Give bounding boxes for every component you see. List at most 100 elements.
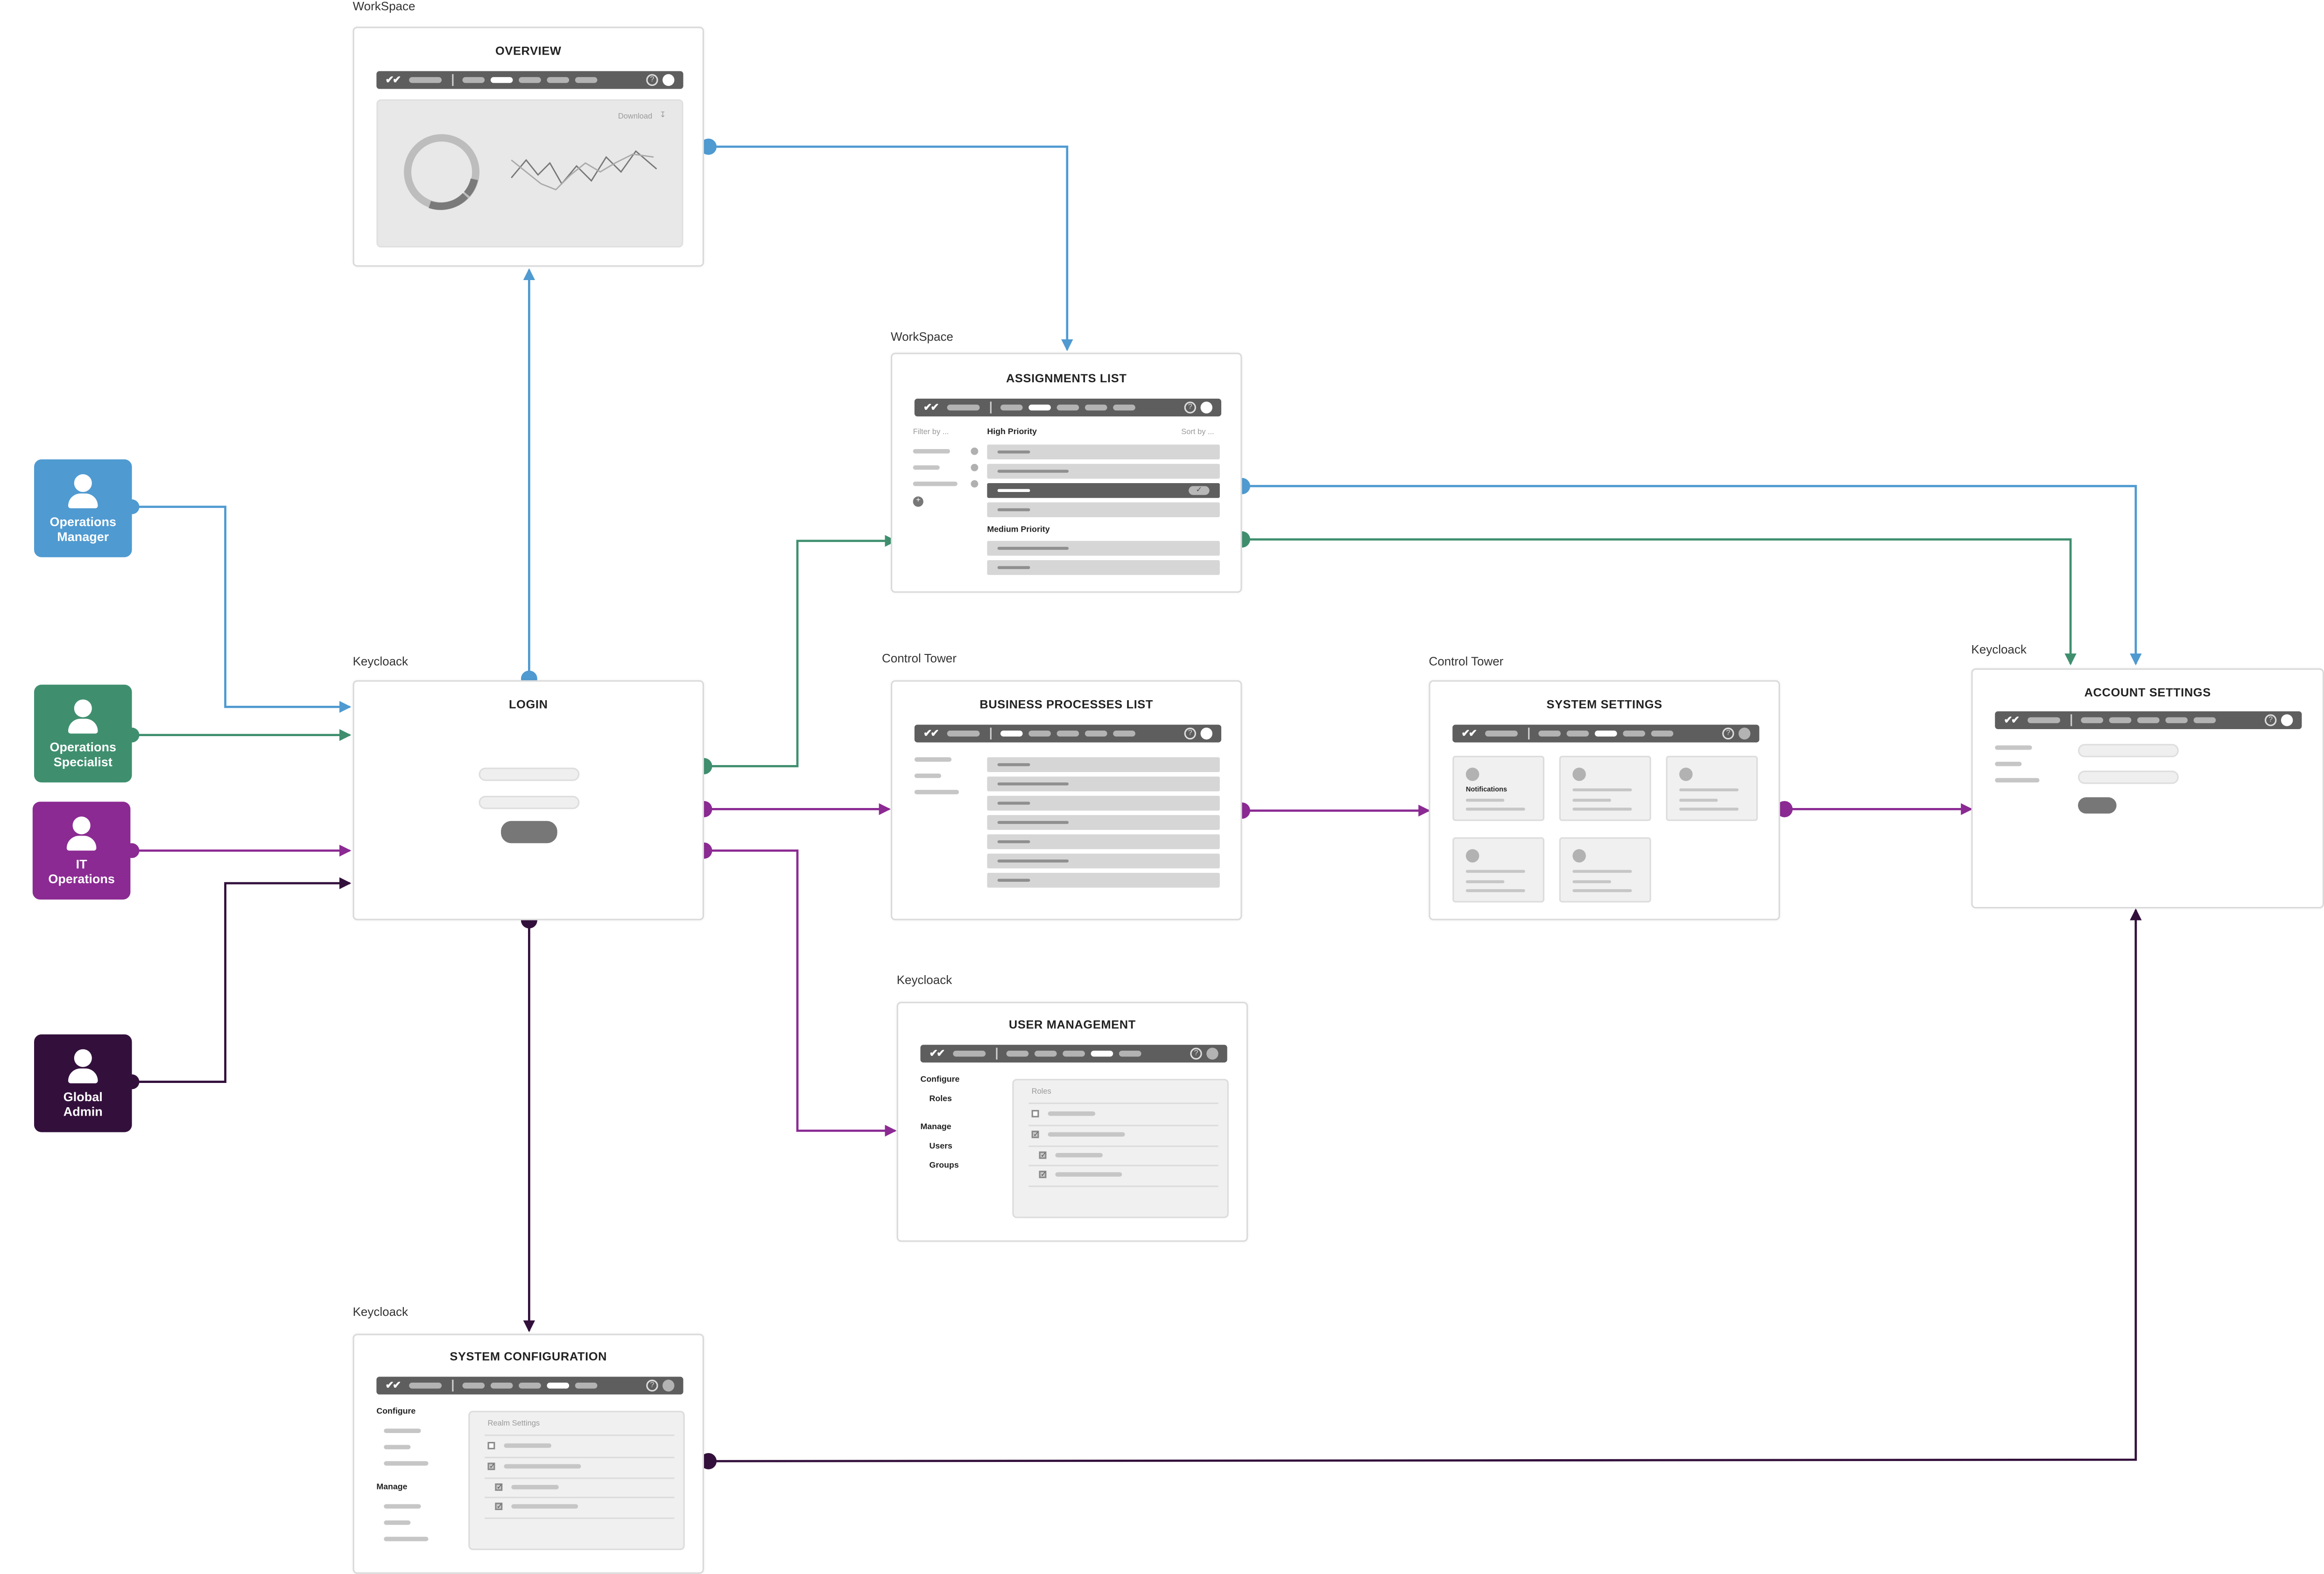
settings-tile[interactable] — [1559, 837, 1651, 903]
checkbox[interactable] — [487, 1442, 495, 1449]
checkbox[interactable]: ✓ — [487, 1462, 495, 1471]
nav-groups[interactable]: Groups — [929, 1161, 959, 1171]
list-item[interactable] — [987, 444, 1220, 460]
high-priority-label: High Priority — [987, 428, 1037, 437]
settings-tile[interactable] — [1452, 837, 1545, 903]
tile-label: Notifications — [1465, 785, 1507, 793]
overview-title: OVERVIEW — [495, 44, 562, 58]
usermgmt-system-label: Keycloack — [896, 973, 952, 987]
system-settings-title: SYSTEM SETTINGS — [1546, 698, 1662, 711]
system-configuration-screen: SYSTEM CONFIGURATION ✔✔ ? Configure Mana… — [352, 1334, 704, 1574]
assignments-to-account-green-connector — [1242, 538, 2077, 666]
app-toolbar: ✔✔ ? — [1995, 711, 2302, 729]
list-item[interactable] — [987, 464, 1220, 479]
overview-screen: OVERVIEW ✔✔ ? Download ↧ — [352, 27, 704, 267]
persona-name-line1: Operations — [49, 739, 117, 754]
logo-icon: ✔✔ — [385, 1381, 401, 1392]
add-filter-icon[interactable]: + — [913, 496, 923, 507]
sysconfig-to-account-connector — [708, 908, 2142, 1462]
user-management-title: USER MANAGEMENT — [1008, 1018, 1136, 1032]
table-row[interactable] — [987, 795, 1220, 811]
login-screen: LOGIN — [352, 680, 704, 921]
save-button[interactable] — [2078, 797, 2117, 814]
username-field[interactable] — [479, 767, 580, 781]
nav-roles[interactable]: Roles — [929, 1095, 952, 1104]
user-management-screen: USER MANAGEMENT ✔✔ ? Configure Roles Man… — [896, 1002, 1248, 1242]
nav-configure: Configure — [920, 1075, 960, 1085]
settings-tile[interactable] — [1666, 756, 1758, 821]
list-item[interactable] — [987, 560, 1220, 575]
checkbox[interactable]: ✓ — [1039, 1171, 1047, 1179]
connector-node — [700, 1453, 717, 1469]
assignments-system-label: WorkSpace — [891, 330, 953, 344]
filter-label[interactable]: Filter by ... — [913, 428, 949, 437]
table-row[interactable] — [987, 757, 1220, 773]
checkbox[interactable]: ✓ — [495, 1503, 503, 1511]
line-chart — [511, 150, 657, 191]
persona-name-line2: Admin — [63, 1103, 103, 1118]
account-system-label: Keycloack — [1971, 643, 2027, 657]
manager-to-login-connector — [132, 506, 352, 713]
roles-panel: Roles ✓ ✓ ✓ — [1012, 1079, 1229, 1218]
table-row[interactable] — [987, 834, 1220, 850]
realm-settings-title: Realm Settings — [487, 1419, 540, 1429]
nav-users[interactable]: Users — [929, 1142, 952, 1152]
persona-name-line1: IT — [76, 856, 87, 871]
connector-node — [700, 138, 717, 155]
checkbox[interactable]: ✓ — [1039, 1151, 1047, 1159]
help-icon: ? — [1184, 401, 1197, 414]
login-button[interactable] — [501, 821, 557, 843]
table-row[interactable] — [987, 776, 1220, 792]
table-row[interactable] — [987, 815, 1220, 830]
settings-tile-notifications[interactable]: Notifications — [1452, 756, 1545, 821]
account-settings-screen: ACCOUNT SETTINGS ✔✔ ? — [1971, 668, 2324, 909]
business-processes-screen: BUSINESS PROCESSES LIST ✔✔ ? — [891, 680, 1242, 921]
person-icon — [72, 816, 91, 835]
logo-icon: ✔✔ — [923, 729, 939, 740]
persona-name-line2: Manager — [57, 528, 109, 543]
app-toolbar: ✔✔ ? — [376, 1377, 683, 1395]
person-icon — [74, 474, 92, 492]
assignments-to-account-blue-connector — [1242, 485, 2142, 666]
login-title: LOGIN — [508, 698, 548, 711]
checkbox[interactable] — [1031, 1110, 1039, 1117]
admin-to-login-connector — [132, 877, 352, 1083]
connector-node — [1776, 801, 1793, 817]
list-item[interactable] — [987, 502, 1220, 517]
nav-manage: Manage — [920, 1123, 951, 1132]
app-toolbar: ✔✔ ? — [914, 399, 1221, 417]
account-field[interactable] — [2078, 770, 2179, 784]
business-processes-title: BUSINESS PROCESSES LIST — [979, 698, 1154, 711]
download-icon: ↧ — [659, 111, 666, 120]
system-configuration-title: SYSTEM CONFIGURATION — [450, 1350, 607, 1363]
app-toolbar: ✔✔ ? — [914, 724, 1221, 743]
donut-chart — [404, 134, 480, 210]
roles-panel-title: Roles — [1031, 1088, 1051, 1097]
avatar — [2281, 714, 2293, 726]
sort-label[interactable]: Sort by ... — [1181, 428, 1214, 437]
account-field[interactable] — [2078, 744, 2179, 758]
account-settings-title: ACCOUNT SETTINGS — [2084, 686, 2211, 700]
checkbox[interactable]: ✓ — [1031, 1131, 1039, 1139]
avatar — [662, 74, 675, 86]
settings-tile[interactable] — [1559, 756, 1651, 821]
assignments-title: ASSIGNMENTS LIST — [1006, 372, 1127, 386]
avatar — [662, 1379, 675, 1392]
logo-icon: ✔✔ — [1461, 729, 1477, 740]
check-icon: ✓ — [1189, 486, 1210, 495]
persona-name-line2: Specialist — [53, 753, 113, 769]
password-field[interactable] — [479, 795, 580, 809]
checkbox[interactable]: ✓ — [495, 1483, 503, 1491]
persona-name-line2: Operations — [48, 871, 115, 885]
table-row[interactable] — [987, 872, 1220, 888]
avatar — [1200, 401, 1212, 414]
download-link[interactable]: Download — [618, 112, 653, 122]
list-item[interactable] — [987, 541, 1220, 556]
nav-configure: Configure — [376, 1408, 416, 1417]
table-row[interactable] — [987, 853, 1220, 869]
list-item-selected[interactable]: ✓ — [987, 483, 1220, 498]
